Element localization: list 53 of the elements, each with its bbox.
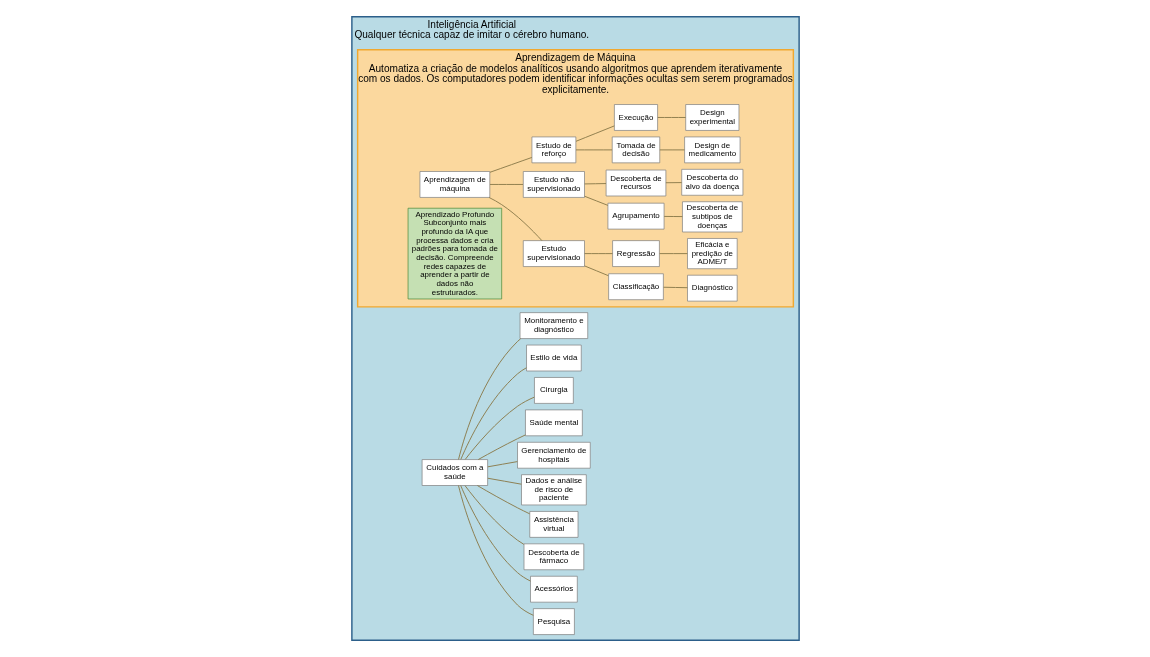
connector bbox=[457, 338, 521, 460]
node-box: Regressão bbox=[611, 240, 660, 267]
node-box: Aprendizado Profundo Subconjunto mais profundo da IA que processa dados e cria padrões para tomada de decisão. Compreende redes capazes de aprender a partir de dados não estruturados. bbox=[407, 207, 502, 300]
node-box: Tomada de decisão bbox=[611, 136, 660, 164]
node-box: Descoberta do alvo da doença bbox=[680, 169, 743, 196]
node-box: Monitoramento e diagnóstico bbox=[519, 312, 588, 339]
connector bbox=[477, 434, 526, 461]
node-box: Estudo supervisionado bbox=[522, 240, 585, 267]
node-box: Cuidados com a saúde bbox=[421, 459, 488, 486]
connector bbox=[459, 367, 527, 460]
connector bbox=[663, 215, 683, 218]
node-box: Estilo de vida bbox=[525, 344, 582, 372]
node-box: Eficácia e predição de ADME/T bbox=[686, 238, 738, 270]
connector bbox=[583, 253, 613, 255]
node-box: Diagnóstico bbox=[686, 274, 738, 302]
connector bbox=[464, 396, 535, 460]
node-box: Cirurgia bbox=[533, 377, 574, 404]
node-box: Dados e análise de risco de paciente bbox=[520, 474, 587, 506]
connector bbox=[486, 461, 518, 468]
node-box: Estudo de reforço bbox=[531, 136, 576, 164]
node-box: Pesquisa bbox=[532, 608, 575, 635]
connector bbox=[583, 265, 609, 277]
connector bbox=[583, 183, 606, 185]
connector bbox=[662, 286, 688, 289]
node-box: Execução bbox=[613, 104, 658, 131]
connector bbox=[464, 485, 524, 545]
connector bbox=[489, 184, 523, 185]
connector bbox=[656, 117, 686, 118]
node-box: Descoberta de fármaco bbox=[523, 543, 584, 571]
connector bbox=[658, 149, 685, 151]
node-box: Descoberta de subtipos de doenças bbox=[681, 201, 743, 233]
node-box: Saúde mental bbox=[524, 409, 583, 437]
node-box: Assistência virtual bbox=[528, 511, 578, 538]
connector bbox=[658, 253, 688, 255]
connector bbox=[486, 477, 522, 485]
connector bbox=[489, 157, 532, 173]
node-box: Design de medicamento bbox=[683, 136, 740, 164]
connector bbox=[476, 485, 530, 515]
connector bbox=[488, 196, 542, 242]
connector bbox=[583, 195, 608, 206]
node-box: Acessórios bbox=[529, 575, 578, 603]
connector bbox=[664, 182, 682, 184]
connector bbox=[575, 125, 615, 142]
connector bbox=[457, 485, 534, 616]
node-box: Classificação bbox=[607, 273, 664, 301]
node-box: Agrupamento bbox=[607, 202, 664, 230]
node-box: Gerenciamento de hospitais bbox=[516, 441, 591, 469]
connector bbox=[575, 149, 613, 151]
node-box: Estudo não supervisionado bbox=[522, 171, 585, 198]
node-box: Aprendizagem de máquina bbox=[419, 171, 490, 198]
node-box: Descoberta de recursos bbox=[605, 169, 666, 197]
connector bbox=[459, 485, 531, 582]
node-box: Design experimental bbox=[684, 104, 739, 131]
